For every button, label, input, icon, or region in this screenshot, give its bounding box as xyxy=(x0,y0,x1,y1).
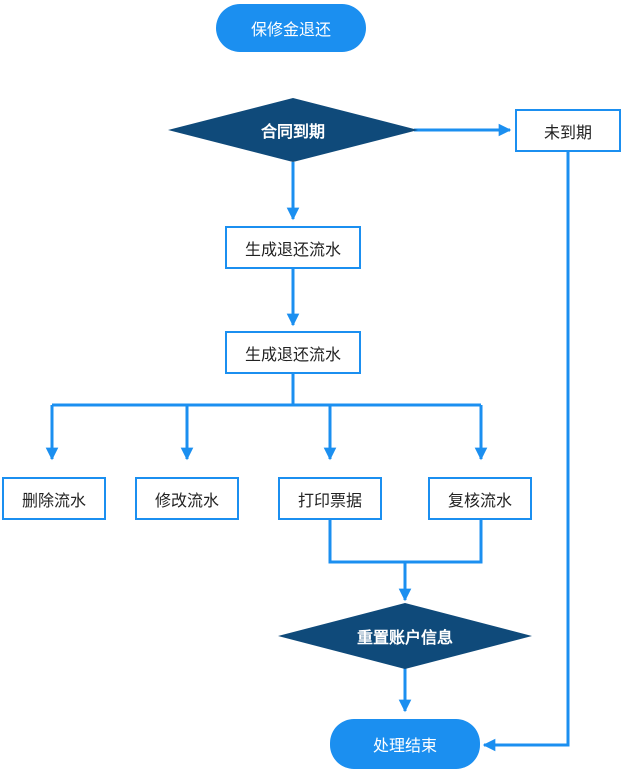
review-flow-node[interactable]: 复核流水 xyxy=(428,477,532,520)
start-node[interactable]: 保修金退还 xyxy=(216,4,366,52)
decision-contract-node[interactable]: 合同到期 xyxy=(260,122,325,141)
print-receipt-node[interactable]: 打印票据 xyxy=(278,477,382,520)
reset-account-shape xyxy=(278,603,532,669)
not-due-node[interactable]: 未到期 xyxy=(515,109,621,152)
generate-flow-node-2[interactable]: 生成退还流水 xyxy=(225,331,361,374)
modify-flow-node[interactable]: 修改流水 xyxy=(135,477,239,520)
decision-contract-shape xyxy=(168,98,418,162)
connector-not-due-to-end xyxy=(482,151,570,752)
delete-flow-node[interactable]: 删除流水 xyxy=(2,477,106,520)
end-node[interactable]: 处理结束 xyxy=(330,719,480,769)
generate-flow-node-1[interactable]: 生成退还流水 xyxy=(225,226,361,269)
reset-account-node[interactable]: 重置账户信息 xyxy=(356,628,453,647)
connector-print-review-merge xyxy=(328,518,483,564)
